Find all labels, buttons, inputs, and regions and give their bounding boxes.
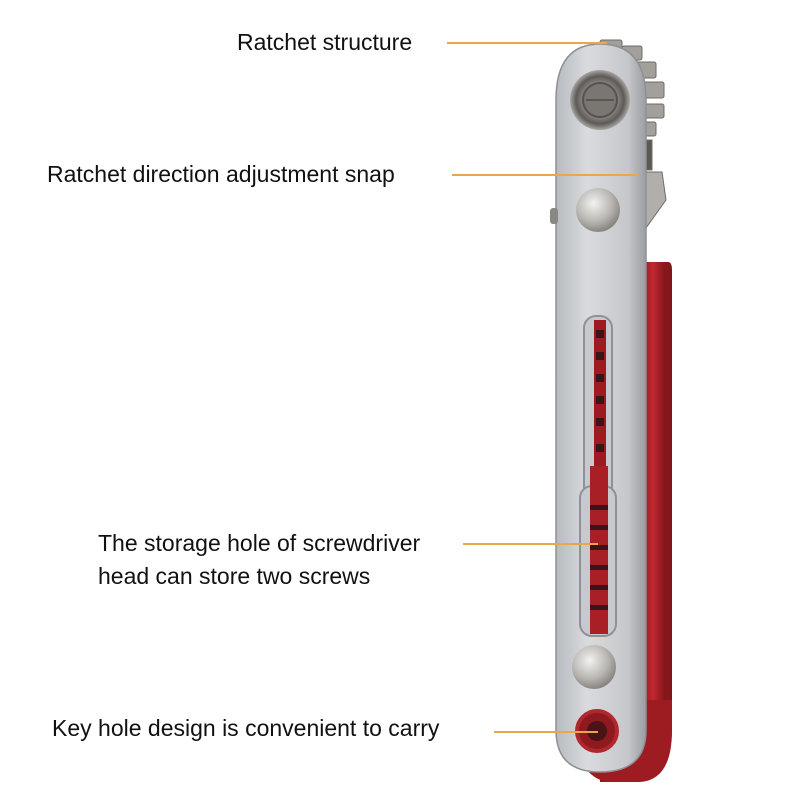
label-storage-hole-line1: The storage hole of screwdriver — [98, 530, 421, 556]
callout-line-snap — [452, 174, 638, 176]
label-key-hole: Key hole design is convenient to carry — [52, 715, 440, 741]
callout-line-storage — [463, 543, 598, 545]
callout-line-keyhole — [494, 731, 598, 733]
label-ratchet-structure: Ratchet structure — [237, 29, 413, 55]
callout-line-ratchet — [447, 42, 607, 44]
label-storage-hole-line2: head can store two screws — [98, 563, 371, 589]
label-ratchet-direction-snap: Ratchet direction adjustment snap — [47, 161, 395, 187]
